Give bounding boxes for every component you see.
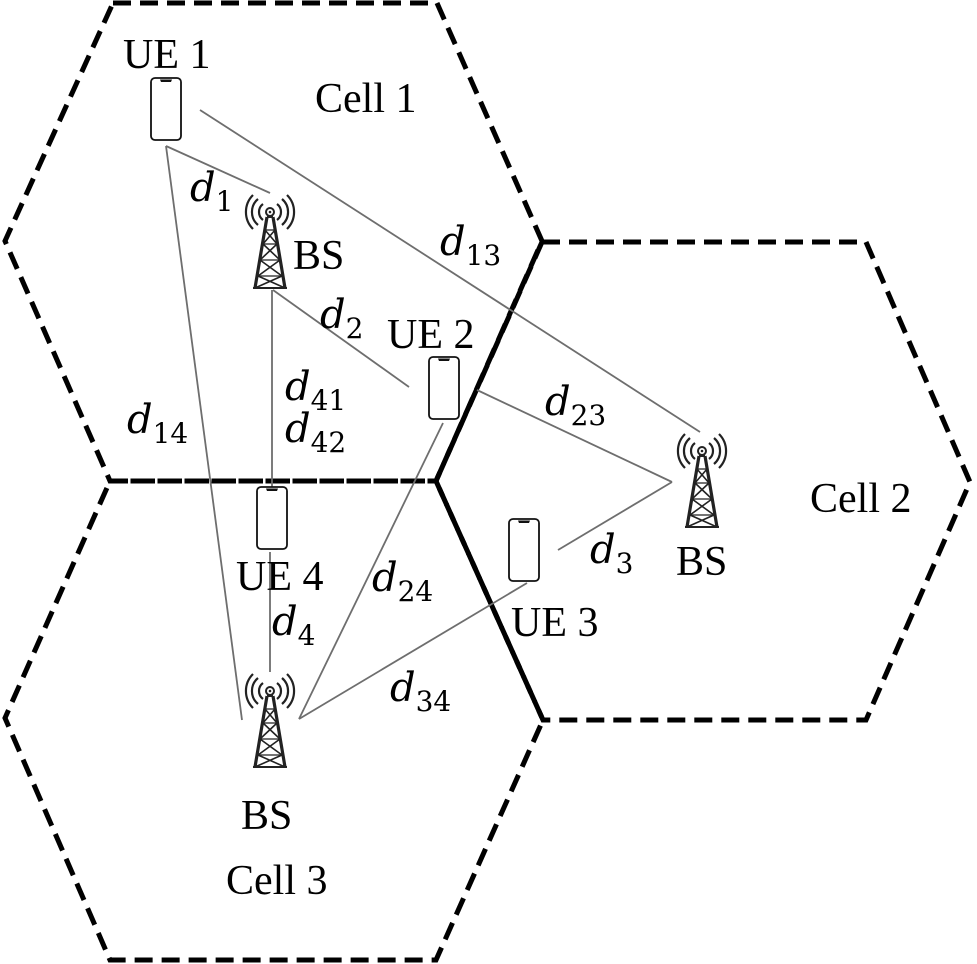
distance-label-d4: d4 [272,599,316,652]
link-d2 [272,289,410,388]
link-d14 [165,145,243,721]
link-d3 [557,481,673,551]
ue-3-label: UE 3 [511,600,599,646]
distance-label-d41: d41 [285,364,347,417]
smartphone-icon [150,77,182,141]
cell-tower-icon [676,432,728,529]
distance-label-d14: d14 [127,397,189,450]
distance-label-d3: d3 [590,527,634,580]
link-d23 [476,389,673,483]
cell-tower-icon [244,672,296,769]
cell-1-label: Cell 1 [315,76,417,122]
bs-1-label: BS [293,233,345,279]
cell-2-boundary [433,239,973,723]
smartphone-icon [256,486,288,550]
ue-1-label: UE 1 [123,32,211,78]
ue-4-label: UE 4 [236,554,324,600]
distance-label-d2: d2 [320,292,364,345]
smartphone-icon [428,356,460,420]
distance-label-d13: d13 [440,219,502,272]
link-d34 [298,582,528,720]
distance-label-d34: d34 [390,665,452,718]
distance-label-d42: d42 [285,406,347,459]
cell-tower-icon [244,193,296,290]
distance-label-d1: d1 [190,165,234,218]
links [165,109,701,721]
cell-3-boundary [2,478,546,963]
link-d1 [165,145,271,194]
distance-label-d23: d23 [545,379,607,432]
bs-3-label: BS [241,793,293,839]
smartphone-icon [508,518,540,582]
link-d24 [298,422,444,720]
bs-2-label: BS [676,539,728,585]
ue-2-label: UE 2 [387,312,475,358]
link-d13 [199,109,701,433]
cell-2-label: Cell 2 [810,476,912,522]
cell-3-label: Cell 3 [226,858,328,904]
distance-label-d24: d24 [372,555,434,608]
